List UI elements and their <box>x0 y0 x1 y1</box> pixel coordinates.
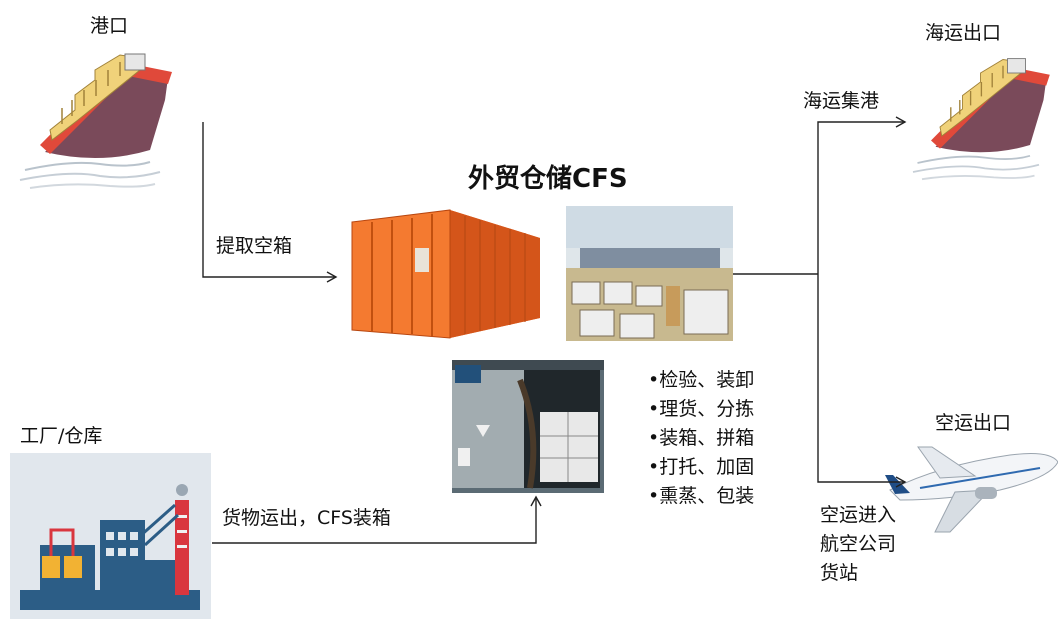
air-station-line-2: 航空公司 <box>820 533 897 555</box>
port-label: 港口 <box>90 15 129 37</box>
sea-consolidation-label: 海运集港 <box>803 90 880 112</box>
air-export-arrow <box>817 274 907 488</box>
pick-empty-label: 提取空箱 <box>216 235 293 257</box>
service-item: •打托、加固 <box>648 456 755 478</box>
service-item: •装箱、拼箱 <box>648 427 755 449</box>
air-station-line-1: 空运进入 <box>820 504 897 526</box>
air-station-line-3: 货站 <box>820 562 859 584</box>
air-export-label: 空运出口 <box>935 412 1012 434</box>
cargo-out-label: 货物运出，CFS装箱 <box>222 507 391 529</box>
connector-lines <box>202 116 907 544</box>
factory-label: 工厂/仓库 <box>20 425 103 447</box>
shipping-container-icon <box>351 209 540 339</box>
container-yard-photo <box>566 206 733 341</box>
service-list: •检验、装卸 •理货、分拣 •装箱、拼箱 •打托、加固 •熏蒸、包装 <box>648 366 754 511</box>
cargo-ship-icon <box>912 58 1050 181</box>
factory-icon <box>10 453 211 619</box>
service-item: •理货、分拣 <box>648 398 755 420</box>
sea-export-label: 海运出口 <box>925 22 1002 44</box>
sea-consolidation-arrow <box>817 116 907 274</box>
pick-empty-arrow <box>202 122 338 283</box>
container-loading-photo <box>452 360 604 493</box>
cfs-load-arrow <box>212 495 542 544</box>
cargo-ship-icon <box>19 53 172 189</box>
service-item: •熏蒸、包装 <box>648 485 755 507</box>
airplane-icon <box>885 446 1058 533</box>
diagram-title: 外贸仓储CFS <box>468 164 628 194</box>
service-item: •检验、装卸 <box>648 369 755 391</box>
